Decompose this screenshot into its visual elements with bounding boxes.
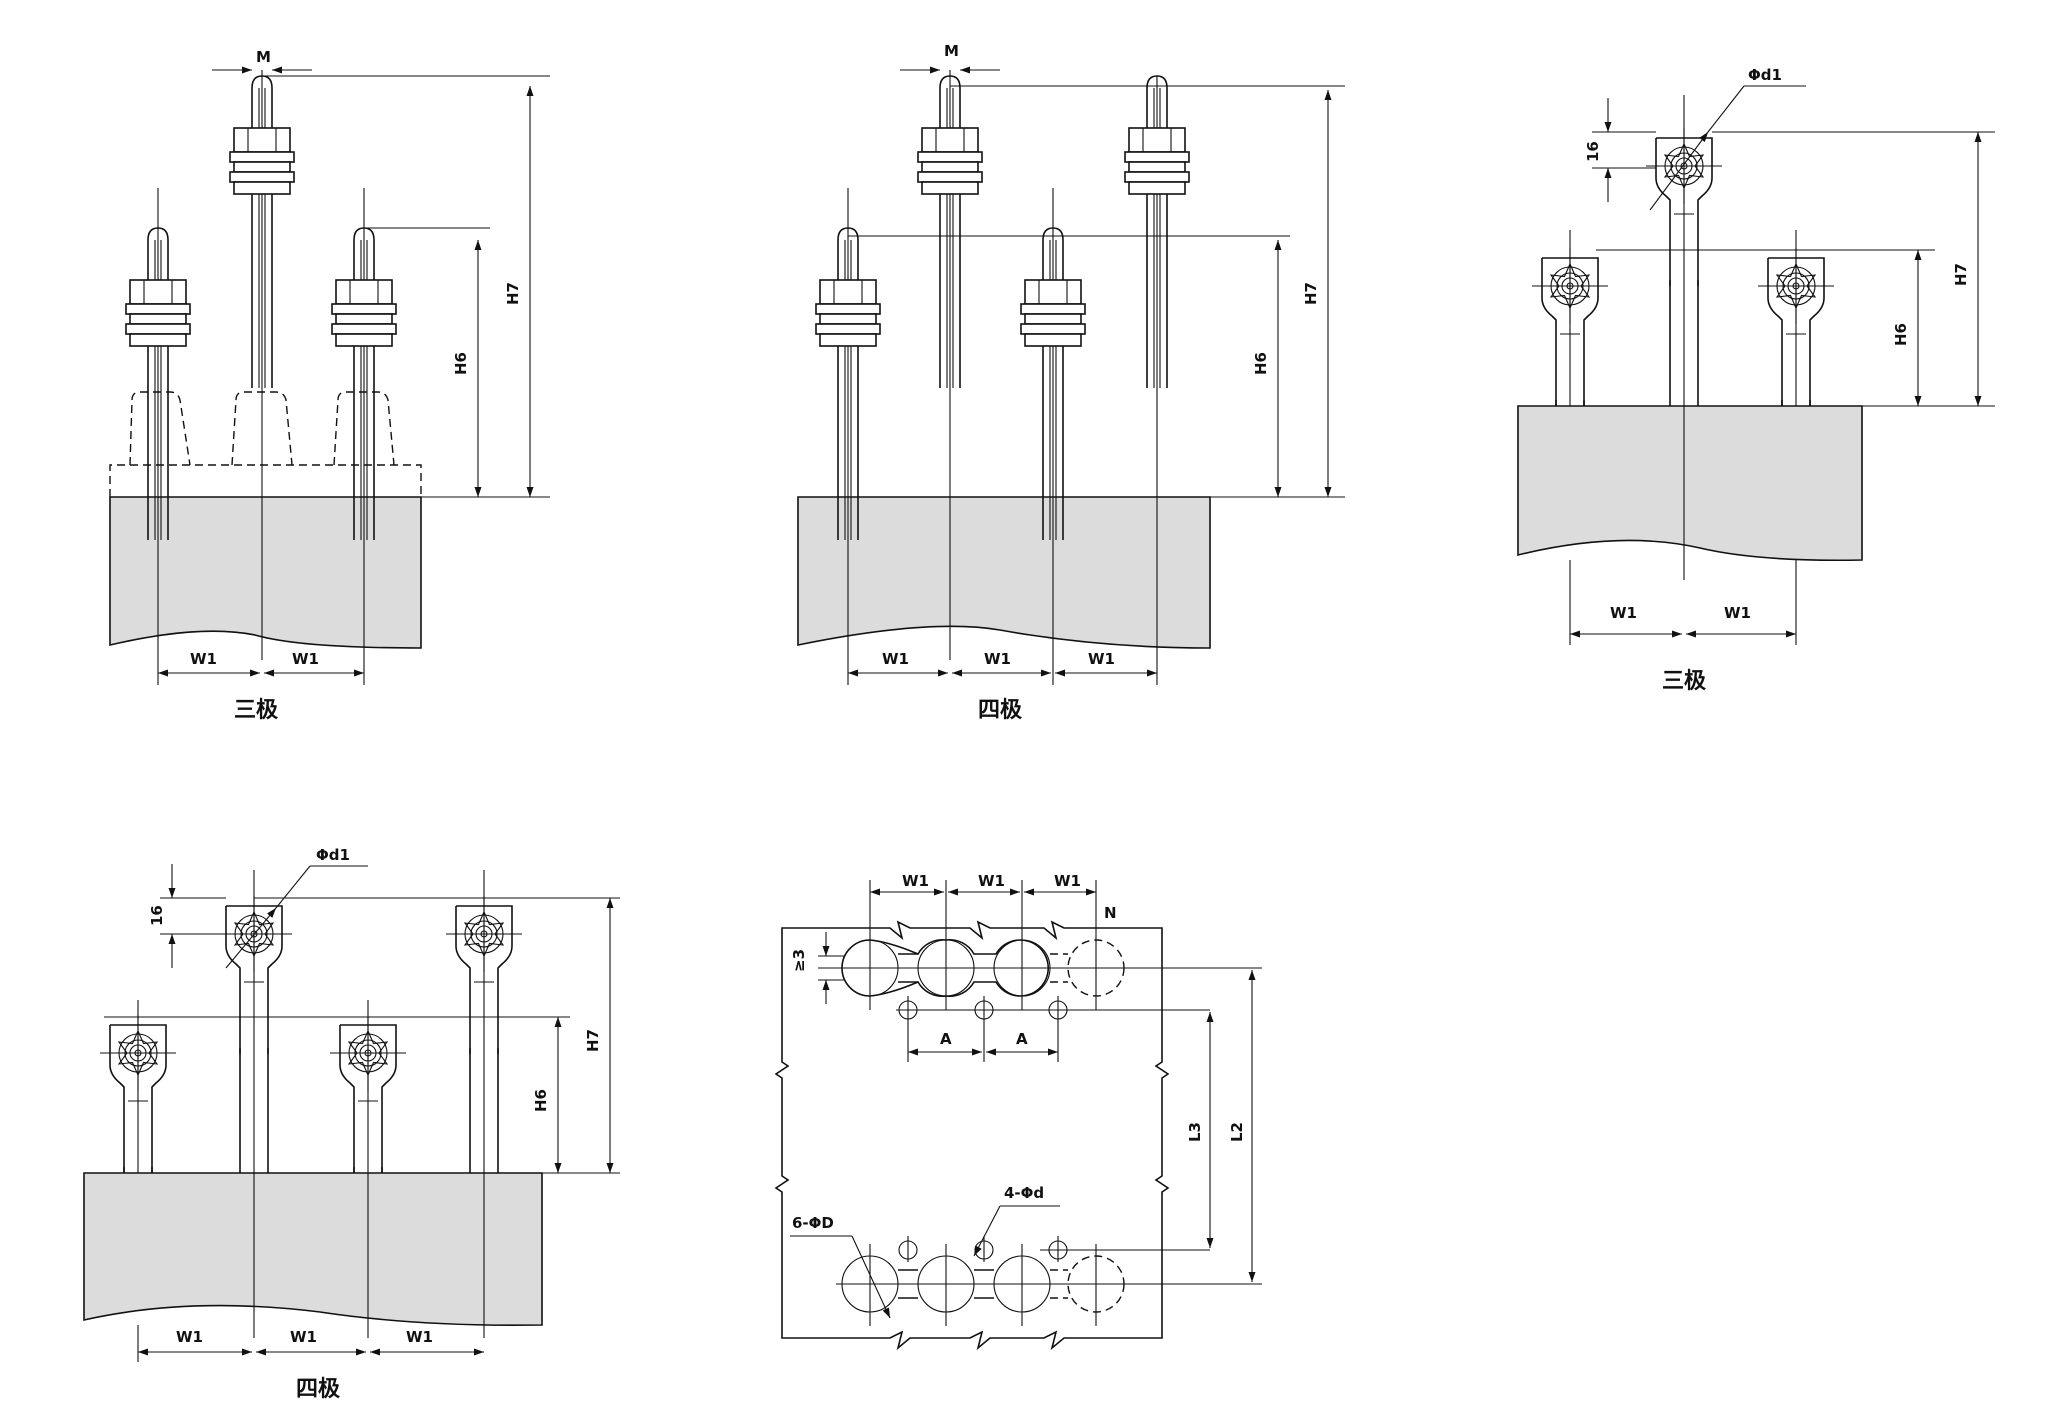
h7-label: H7 — [584, 1029, 602, 1052]
phi-d1-label: Φd1 — [1748, 66, 1782, 84]
w1-label: W1 — [882, 650, 909, 668]
figure-lug-three-pole: Φd1 16 H6 H7 W1 W1 三极 — [1517, 66, 1995, 694]
l2-label: L2 — [1228, 1122, 1246, 1142]
ge3-label: ≥3 — [790, 949, 808, 972]
four-pole-caption: 四极 — [296, 1377, 341, 1402]
h7-label: H7 — [504, 282, 522, 305]
dim-16-label: 16 — [148, 905, 166, 926]
l3-label: L3 — [1186, 1122, 1204, 1142]
w1-label: W1 — [176, 1328, 203, 1346]
w1-label: W1 — [1724, 604, 1751, 622]
m-label: M — [944, 42, 959, 60]
a-label: A — [940, 1030, 952, 1048]
w1-label: W1 — [984, 650, 1011, 668]
h6-label: H6 — [1252, 352, 1270, 375]
h7-label: H7 — [1952, 263, 1970, 286]
phi-d1-label: Φd1 — [316, 846, 350, 864]
figure-stud-three-pole: M H6 H7 W1 W1 三极 — [109, 48, 550, 723]
w1-label: W1 — [1088, 650, 1115, 668]
n-label: N — [1104, 904, 1117, 922]
w1-label: W1 — [1610, 604, 1637, 622]
h6-label: H6 — [452, 352, 470, 375]
dim-16-label: 16 — [1584, 141, 1602, 162]
m-label: M — [256, 48, 271, 66]
figure-lug-four-pole: Φd1 16 H6 H7 W1 W1 W1 四极 — [83, 846, 620, 1402]
w1-label: W1 — [292, 650, 319, 668]
h6-label: H6 — [1892, 323, 1910, 346]
w1-label: W1 — [1054, 872, 1081, 890]
h6-label: H6 — [532, 1089, 550, 1112]
three-pole-caption: 三极 — [1662, 669, 1707, 694]
figure-stud-four-pole: M H6 H7 W1 W1 W1 四极 — [797, 42, 1345, 723]
w1-label: W1 — [902, 872, 929, 890]
three-pole-caption: 三极 — [234, 698, 279, 723]
four-phi-d-label: 4-Φd — [1004, 1184, 1044, 1202]
w1-label: W1 — [978, 872, 1005, 890]
w1-label: W1 — [290, 1328, 317, 1346]
a-label: A — [1016, 1030, 1028, 1048]
w1-label: W1 — [190, 650, 217, 668]
h7-label: H7 — [1302, 282, 1320, 305]
four-pole-caption: 四极 — [978, 698, 1023, 723]
w1-label: W1 — [406, 1328, 433, 1346]
six-phi-d-label: 6-ΦD — [792, 1214, 834, 1232]
figure-mounting-cutout: ≥3 A A W1 W1 W1 N — [774, 872, 1262, 1351]
